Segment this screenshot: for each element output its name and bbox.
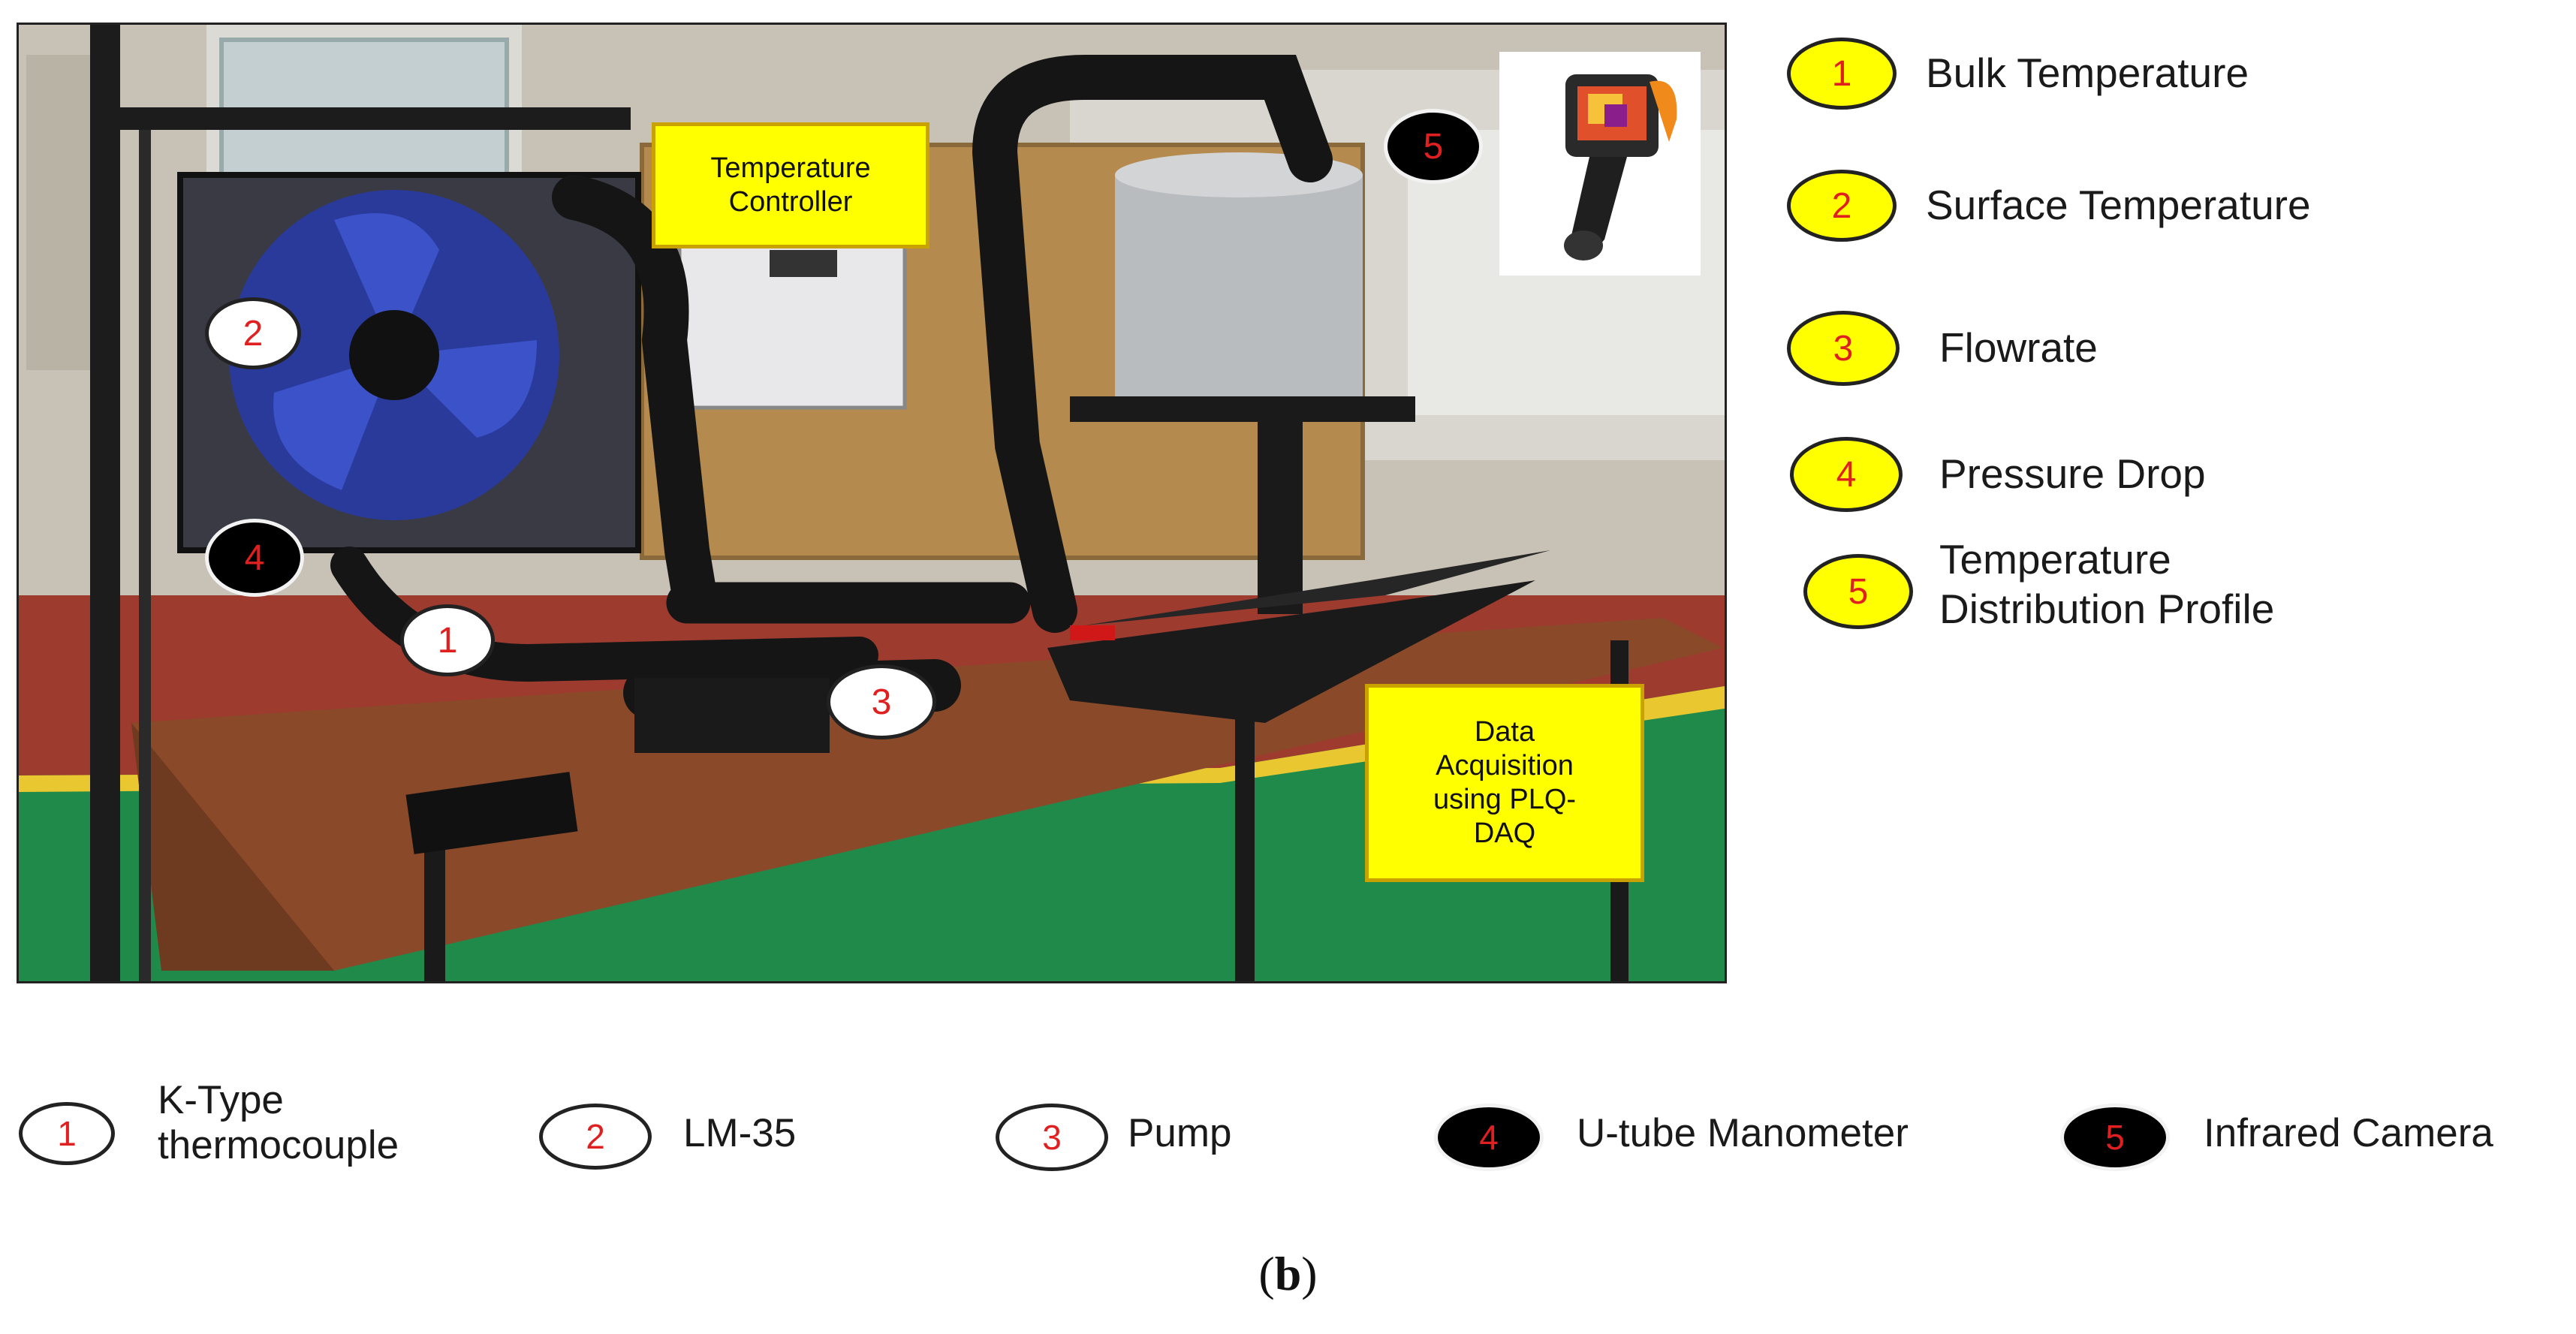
parameter-label-5: Temperature Distribution Profile — [1939, 536, 2275, 632]
insulated-tank-icon — [1070, 152, 1415, 614]
instrument-marker-3: 3 — [996, 1104, 1108, 1171]
instrument-marker-1: 1 — [19, 1102, 115, 1165]
parameter-marker-5: 5 — [1803, 554, 1913, 629]
photo-marker-2: 2 — [205, 297, 301, 369]
instrument-label-5: Infrared Camera — [2204, 1111, 2493, 1155]
parameter-marker-4: 4 — [1790, 437, 1903, 512]
photo-marker-3: 3 — [827, 664, 936, 739]
instrument-label-3: Pump — [1128, 1111, 1232, 1155]
data-acquisition-callout: Data Acquisition using PLQ- DAQ — [1365, 684, 1644, 882]
temperature-controller-callout: Temperature Controller — [652, 122, 929, 248]
caption-close-paren: ) — [1301, 1247, 1318, 1300]
photo-marker-5: 5 — [1384, 109, 1483, 184]
instrument-marker-4: 4 — [1434, 1104, 1544, 1171]
parameter-label-4: Pressure Drop — [1939, 450, 2206, 497]
parameter-label-3: Flowrate — [1939, 324, 2098, 371]
parameter-marker-1: 1 — [1787, 38, 1897, 110]
parameter-marker-2: 2 — [1787, 170, 1897, 242]
radiator-fan-icon — [229, 190, 559, 520]
photo-marker-1: 1 — [400, 604, 495, 676]
thermal-camera-icon — [1564, 74, 1677, 260]
parameter-label-1: Bulk Temperature — [1926, 50, 2249, 96]
instrument-marker-2: 2 — [539, 1104, 652, 1170]
caption-open-paren: ( — [1258, 1247, 1275, 1300]
photo-marker-4: 4 — [205, 519, 304, 597]
experimental-setup-photo: Temperature Controller Data Acquisition … — [17, 23, 1727, 983]
thermal-camera-inset — [1499, 52, 1701, 276]
setup-illustration — [19, 25, 1725, 981]
instrument-label-2: LM-35 — [683, 1111, 797, 1155]
instrument-label-1: K-Type thermocouple — [158, 1078, 399, 1168]
parameter-marker-3: 3 — [1787, 311, 1900, 386]
caption-letter: b — [1274, 1247, 1302, 1300]
parameter-label-2: Surface Temperature — [1926, 182, 2311, 228]
instrument-marker-5: 5 — [2060, 1104, 2170, 1171]
instrument-label-4: U-tube Manometer — [1577, 1111, 1909, 1155]
figure-caption: (b) — [0, 1246, 2576, 1302]
